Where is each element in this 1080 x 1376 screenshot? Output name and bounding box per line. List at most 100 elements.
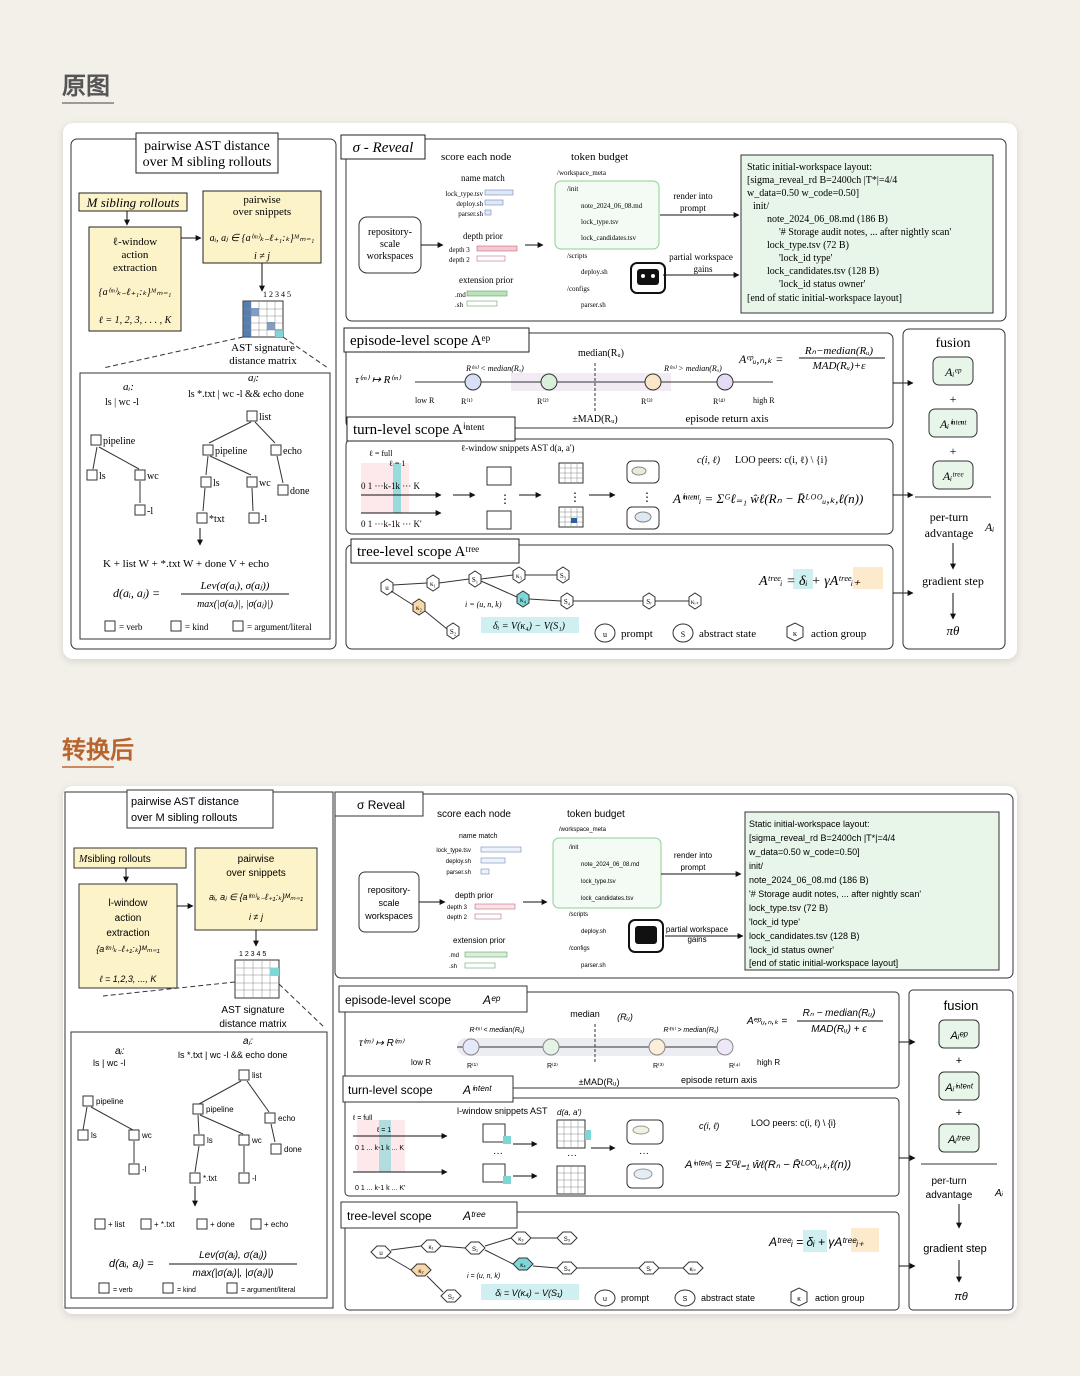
- svg-text:Static initial-workspace layou: Static initial-workspace layout:: [747, 162, 872, 173]
- svg-text:deploy.sh: deploy.sh: [446, 859, 471, 865]
- svg-text:S₁: S₁: [472, 576, 478, 584]
- svg-text:κ₂: κ₂: [416, 604, 423, 612]
- svg-text:pipeline: pipeline: [103, 436, 136, 447]
- svg-text:= argument/literal: = argument/literal: [247, 622, 312, 632]
- svg-text:lock_type.tsv: lock_type.tsv: [436, 848, 471, 854]
- svg-text:[end of static initial-workspa: [end of static initial-workspace layout]: [747, 293, 902, 304]
- svg-text:'lock_id type': 'lock_id type': [749, 917, 800, 927]
- c-seq-bot: 0 1 ... k-1 k ... K': [355, 1185, 405, 1192]
- svg-text:pipeline: pipeline: [206, 1105, 234, 1114]
- r-points: R⁽¹⁾ R⁽²⁾ R⁽³⁾ R⁽⁴⁾: [461, 373, 734, 406]
- svg-text:u: u: [603, 630, 607, 639]
- svg-text:list: list: [259, 412, 271, 423]
- lt-median: R⁽ᵐ⁾ < median(Rᵤ): [465, 364, 524, 373]
- svg-text:deploy.sh: deploy.sh: [456, 200, 483, 208]
- c-loo-peers: LOO peers: c(i, ℓ) \ {i}: [751, 1118, 836, 1128]
- c-score-bars: lock_type.tsv deploy.sh parser.sh: [436, 846, 522, 876]
- c-edit-ops: + list + *.txt + done + echo: [94, 1218, 289, 1230]
- c-pairwise-l2: over snippets: [226, 868, 285, 879]
- c-tau-map: τ⁽ᵐ⁾ ↦ R⁽ᵐ⁾: [359, 1038, 405, 1049]
- name-match: name match: [461, 173, 505, 183]
- matrix-ticks: 1 2 3 4 5: [263, 290, 291, 299]
- robot-icon: [630, 262, 666, 294]
- ast-tree-aj: list pipeline echo ls wc done *txt -l: [196, 410, 310, 525]
- delta-formula: δᵢ = V(κ₄) − V(S₁): [493, 621, 566, 632]
- c-box-icons: [482, 1123, 511, 1184]
- svg-text:pipeline: pipeline: [215, 446, 248, 457]
- svg-text:prompt: prompt: [621, 628, 653, 640]
- svg-text:.sh: .sh: [455, 301, 463, 309]
- c-robot-icon: [628, 919, 664, 953]
- c-ell-full: ℓ = full: [352, 1115, 373, 1122]
- svg-text:S₂: S₂: [448, 1295, 455, 1301]
- render-prompt-l1: render into: [673, 191, 713, 201]
- seq-top: 0 1 ···k-1k ··· K: [361, 481, 420, 491]
- svg-text:u: u: [603, 1296, 607, 1303]
- svg-text:w_data=0.50 w_code=0.50]: w_data=0.50 w_code=0.50]: [748, 847, 860, 857]
- lev-num: Lev(σ(aᵢ), σ(aⱼ)): [200, 580, 270, 592]
- c-a-i: Aᵢ: [994, 1188, 1004, 1199]
- c-window-set: {a⁽ᵐ⁾ₖ₋ℓ₊₁:ₖ}ᴹₘ₌₁: [96, 944, 160, 954]
- c-partial-l2: gains: [687, 935, 706, 944]
- median-label: median(Rᵤ): [578, 348, 624, 359]
- edit-ops: K + list W + *.txt W + done V + echo: [103, 558, 269, 570]
- svg-text:note_2024_06_08.md (186 B): note_2024_06_08.md (186 B): [749, 875, 869, 885]
- svg-text:Sᵣ: Sᵣ: [646, 598, 652, 606]
- svg-text:κ₄: κ₄: [520, 1263, 526, 1269]
- svg-text:.md: .md: [455, 291, 466, 299]
- svg-text:deploy.sh: deploy.sh: [581, 929, 606, 935]
- svg-text:κᵢ₊: κᵢ₊: [691, 598, 700, 606]
- pairwise-l1: pairwise: [243, 194, 280, 206]
- distance-matrix: [242, 300, 284, 338]
- repo-l3: workspaces: [367, 251, 414, 262]
- svg-text:.md: .md: [449, 953, 459, 959]
- svg-text:action group: action group: [811, 628, 867, 640]
- pi-theta: πθ: [947, 623, 961, 638]
- svg-text:κ: κ: [793, 629, 797, 638]
- window-snippets: ℓ-window snippets AST d(a, a'): [461, 443, 575, 453]
- a-ep-lhs: Aᵉᵖᵤ,ₙ,ₖ =: [738, 352, 783, 366]
- gt-median: R⁽ᵐ⁾ > median(Rᵤ): [663, 364, 722, 373]
- aj-cmd: ls *.txt | wc -l && echo done: [188, 389, 304, 400]
- svg-text:-l: -l: [261, 514, 267, 525]
- converted-title-rule: [62, 766, 114, 768]
- c-left-title-l1: pairwise AST distance: [131, 796, 239, 808]
- matrix-label-l1: AST signature: [231, 342, 295, 354]
- svg-text:pipeline: pipeline: [96, 1097, 124, 1106]
- svg-text:wc: wc: [147, 471, 159, 482]
- svg-text:note_2024_06_08.md (186 B): note_2024_06_08.md (186 B): [767, 214, 888, 225]
- c-ast-tree-ai: pipeline ls wc -l: [77, 1095, 152, 1175]
- svg-text:lock_candidates.tsv (128 B): lock_candidates.tsv (128 B): [749, 931, 860, 941]
- score-bars: lock_type.tsv deploy.sh parser.sh: [445, 189, 514, 218]
- svg-text:echo: echo: [283, 446, 302, 457]
- svg-text:= verb: = verb: [119, 622, 143, 632]
- svg-text:w_data=0.50 w_code=0.50]: w_data=0.50 w_code=0.50]: [747, 188, 859, 199]
- svg-text:lock_candidates.tsv: lock_candidates.tsv: [581, 896, 633, 902]
- c-fusion-items: Aᵢᵉᵖ + Aᵢⁱⁿᵗᵉⁿᵗ + Aᵢᵗʳᵉᵉ: [938, 1019, 980, 1153]
- static-layout-text: Static initial-workspace layout: [sigma_…: [747, 162, 951, 304]
- svg-text:depth 3: depth 3: [449, 246, 470, 254]
- c-median-ru: (Rᵤ): [617, 1012, 633, 1022]
- converted-section-title: 转换后: [62, 736, 134, 764]
- svg-text:-l: -l: [142, 1165, 147, 1174]
- c-matrix-label-l1: AST signature: [221, 1005, 285, 1016]
- c-window-snippets: l-window snippets AST: [457, 1106, 548, 1116]
- c-median-word: median: [570, 1009, 600, 1019]
- svg-text:Sᵣ: Sᵣ: [646, 1267, 652, 1273]
- c-matrix-ticks: 1 2 3 4 5: [239, 951, 266, 958]
- svg-text:*txt: *txt: [209, 514, 225, 525]
- c-window-l2: action: [115, 913, 142, 924]
- depth-prior: depth prior: [463, 231, 503, 241]
- svg-text:u: u: [385, 584, 389, 592]
- svg-text:'# Storage audit notes, ... af: '# Storage audit notes, ... after nightl…: [779, 227, 951, 238]
- c-i-ne-j: i ≠ j: [249, 912, 264, 922]
- svg-text:ls: ls: [91, 1131, 97, 1140]
- c-tree-sym: Aᵗʳᵉᵉ: [462, 1209, 486, 1223]
- svg-text:Aᵢᵗʳᵉᵉ: Aᵢᵗʳᵉᵉ: [942, 469, 964, 483]
- c-render-l2: prompt: [681, 863, 707, 872]
- c-il: c(i, ℓ): [697, 455, 721, 466]
- window-action-set: {a⁽ᵐ⁾ₖ₋ℓ₊₁:ₖ}ᴹₘ₌₁: [99, 287, 172, 298]
- c-lev-num: Lev(σ(aᵢ), σ(aⱼ)): [199, 1250, 267, 1261]
- c-distance-matrix: [234, 959, 280, 999]
